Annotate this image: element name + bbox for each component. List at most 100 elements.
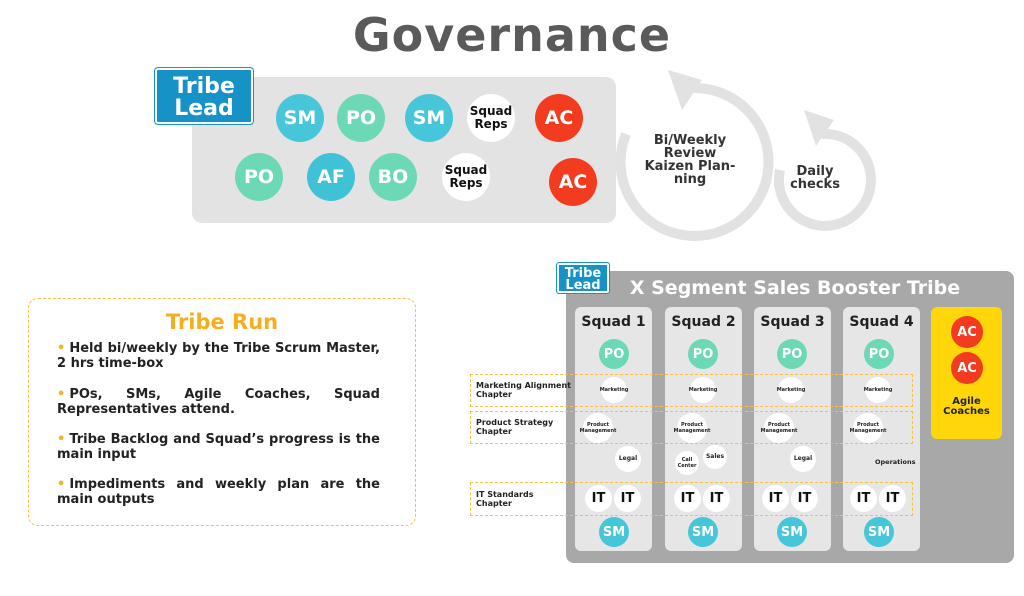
chapter-line2: Chapter [476,427,512,436]
squad-name: Squad 2 [671,314,736,330]
marketing-circle: Marketing [777,377,805,403]
squad-reps-circle: Squad Reps [442,153,490,201]
pm-line2: Management [673,428,711,434]
pm-line1: Product [856,422,880,428]
pm-line2: Management [579,428,617,434]
sm-circle: SM [276,94,324,142]
squad-name: Squad 3 [760,314,825,330]
pm-line2: Management [849,428,887,434]
governance-panel: SM PO SM Squad Reps AC PO AF BO Squad Re… [192,77,616,223]
legal-circle: Legal [615,446,641,472]
run-bullet: •POs, SMs, Agile Coaches, Squad Represen… [57,387,380,417]
pm-line1: Product [586,422,610,428]
po-circle: PO [599,339,629,369]
run-bullet-text: Tribe Backlog and Squad’s progress is th… [57,432,380,462]
chapter-label: IT Standards Chapter [476,490,533,508]
tribe-lead-small-line2: Lead [565,278,601,293]
chapter-line2: Chapter [476,499,512,508]
sm-circle: SM [599,517,629,547]
chapter-line1: Marketing Alignment [476,381,571,390]
ac-circle: AC [951,352,983,384]
it-circle: IT [674,485,701,512]
po-circle: PO [337,94,385,142]
cycle-big-label: Bi/Weekly Review Kaizen Plan- ning [636,134,744,186]
it-circle: IT [850,485,877,512]
run-bullet-text: POs, SMs, Agile Coaches, Squad Represent… [57,387,380,417]
cycle-small-line2: checks [790,177,840,192]
cycle-big-line3: Kaizen Plan- [644,159,736,174]
ac-circle: AC [549,158,597,206]
po-circle: PO [235,153,283,201]
run-bullet-text: Held bi/weekly by the Tribe Scrum Master… [57,341,380,371]
squad-reps-circle: Squad Reps [467,94,515,142]
page-title: Governance [352,8,672,62]
chapter-band-it [470,482,913,516]
ac-circle: AC [535,94,583,142]
it-circle: IT [703,485,730,512]
pm-line1: Product [680,422,704,428]
legal-circle: Legal [790,446,816,472]
po-circle: PO [777,339,807,369]
agile-coaches-box: AC AC Agile Coaches [931,307,1002,439]
tribe-lead-small-line1: Tribe [564,266,602,281]
tribe-lead-badge-small: Tribe Lead [557,263,609,293]
squad-name: Squad 1 [581,314,646,330]
marketing-circle: Marketing [689,377,717,403]
pm-line1: Product [767,422,791,428]
sm-circle: SM [864,517,894,547]
po-circle: PO [864,339,894,369]
run-bullet: •Impediments and weekly plan are the mai… [57,477,380,507]
chapter-label: Marketing Alignment Chapter [476,381,571,399]
po-circle: PO [688,339,718,369]
it-circle: IT [879,485,906,512]
tribe-lead-badge: Tribe Lead [155,68,253,124]
tribe-lead-line2: Lead [174,96,234,121]
agile-line2: Coaches [943,406,990,417]
tribe-run-title: Tribe Run [165,310,279,334]
sales-circle: Sales [703,445,727,469]
chapter-line1: Product Strategy [476,418,554,427]
call-center-circle: Call Center [675,451,699,475]
it-circle: IT [791,485,818,512]
operations-label: Operations [875,458,916,466]
chapter-label: Product Strategy Chapter [476,418,553,436]
tribe-title: X Segment Sales Booster Tribe [629,277,961,299]
it-circle: IT [762,485,789,512]
cycle-arrows-icon [615,70,876,241]
cycle-big-line1: Bi/Weekly [653,133,727,148]
sm-circle: SM [405,94,453,142]
cycle-big-line2: Review [663,146,717,161]
sm-circle: SM [777,517,807,547]
cycle-small-line1: Daily [796,164,834,179]
tribe-lead-line1: Tribe [173,74,235,99]
tribe-run-box [28,298,416,526]
squad-name: Squad 4 [849,314,914,330]
pm-line2: Management [760,428,798,434]
agile-line1: Agile [952,396,981,407]
agile-coaches-label: Agile Coaches [931,397,1002,417]
it-circle: IT [614,485,641,512]
chapter-line1: IT Standards [476,490,534,499]
it-circle: IT [585,485,612,512]
af-circle: AF [307,153,355,201]
cycle-small-label: Daily checks [780,165,850,191]
chapter-band-product [470,411,913,444]
marketing-circle: Marketing [864,377,892,403]
run-bullet: •Held bi/weekly by the Tribe Scrum Maste… [57,341,380,371]
chapter-band-marketing [470,374,913,407]
run-bullet: •Tribe Backlog and Squad’s progress is t… [57,432,380,462]
marketing-circle: Marketing [600,377,628,403]
bo-circle: BO [369,153,417,201]
ac-circle: AC [951,316,983,348]
sm-circle: SM [688,517,718,547]
run-bullet-text: Impediments and weekly plan are the main… [57,477,380,507]
cycle-big-line4: ning [673,172,707,187]
